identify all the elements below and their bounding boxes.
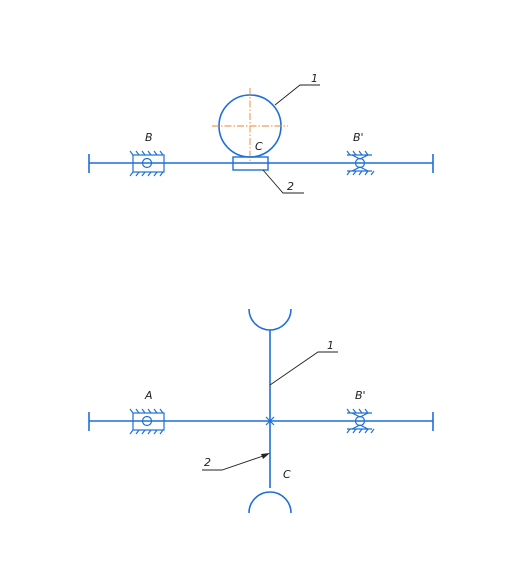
- bottom-label-arrow-number: 2: [204, 456, 211, 469]
- bottom-label-shaft-number: 1: [327, 339, 334, 352]
- bottom-label-left-support: A: [144, 389, 153, 402]
- bottom-left-fixed-support: [129, 408, 165, 435]
- bottom-view: A B' C 1 2: [88, 308, 434, 514]
- bottom-wheel-arc: [248, 491, 292, 514]
- top-view: B B' C 1 2: [88, 72, 434, 194]
- block-leader: [262, 169, 304, 194]
- arrow-head: [261, 453, 270, 459]
- top-label-wheel-number: 1: [311, 72, 318, 85]
- wheel-leader: [274, 84, 320, 106]
- top-label-left-support: B: [145, 131, 153, 144]
- arrow-leader: [202, 454, 267, 471]
- contact-block: [232, 156, 269, 171]
- top-wheel-arc: [248, 308, 292, 331]
- left-fixed-support: [129, 150, 165, 177]
- top-label-right-support: B': [353, 131, 364, 144]
- top-label-contact: C: [255, 140, 263, 153]
- bottom-label-right-support: B': [355, 389, 366, 402]
- right-bearing-support: [346, 150, 375, 176]
- bottom-right-bearing-support: [346, 408, 375, 434]
- top-label-block-number: 2: [287, 180, 294, 193]
- shaft-leader: [269, 351, 338, 386]
- contact-point-marker: [265, 416, 275, 426]
- bottom-label-contact: C: [283, 468, 291, 481]
